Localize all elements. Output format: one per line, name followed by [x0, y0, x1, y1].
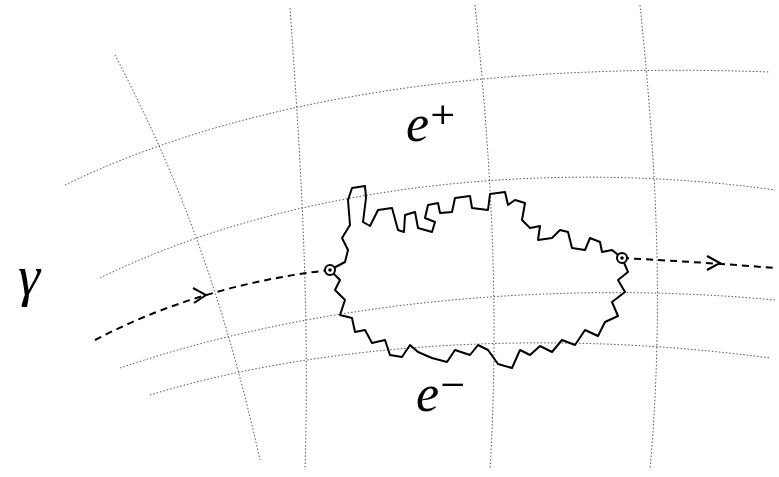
photon-line [622, 258, 775, 268]
grid-line [290, 8, 306, 470]
spacetime-grid [65, 5, 775, 470]
vertex-dot [620, 256, 624, 260]
vertex-dot [617, 253, 627, 263]
electron-symbol: e⁻ [412, 368, 471, 420]
arrow-head [707, 256, 720, 270]
vertex-dot [328, 268, 332, 272]
photon-line [95, 270, 330, 340]
grid-line [640, 5, 657, 470]
grid-line [115, 55, 260, 460]
positron-symbol: e⁺ [402, 98, 461, 150]
electron-loop [330, 186, 628, 368]
photon-symbol: γ [14, 248, 44, 304]
grid-line [475, 5, 494, 470]
grid-line [65, 70, 770, 185]
vertex-dot [325, 265, 335, 275]
grid-line [100, 177, 775, 278]
arrow-head [193, 288, 206, 303]
